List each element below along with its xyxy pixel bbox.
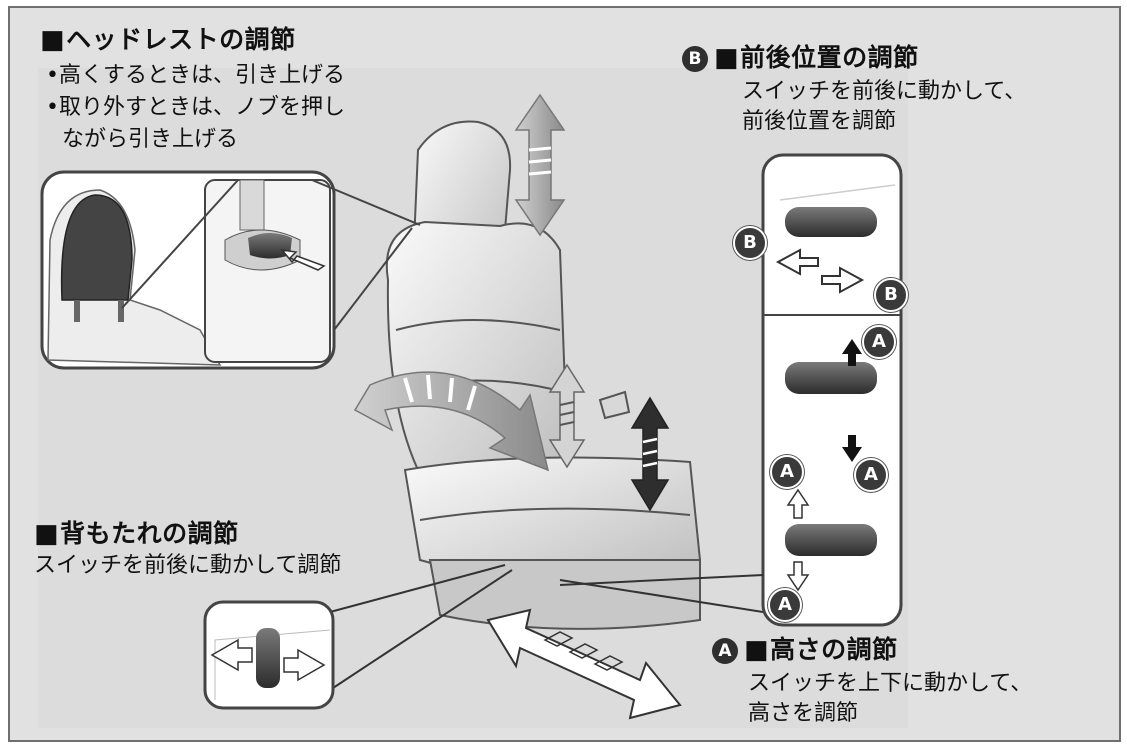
headrest-inset	[40, 170, 421, 370]
seat-base-shape	[428, 559, 701, 630]
label-a-up-bottom: A	[770, 455, 804, 489]
seat-front-height-arrow	[548, 363, 586, 469]
headrest-title: ヘッドレストの調節	[66, 25, 296, 54]
backrest-heading: ■背もたれの調節	[34, 519, 239, 549]
fore-aft-title: 前後位置の調節	[740, 43, 919, 72]
badge-b: B	[682, 46, 708, 72]
fore-aft-line-1: スイッチを前後に動かして、	[742, 79, 1027, 104]
backrest-recline-arrow	[353, 371, 550, 472]
headrest-bullet-2-continued: ながら引き上げる	[62, 127, 239, 152]
heading-marker: ■	[34, 519, 60, 549]
heading-marker: ■	[40, 25, 66, 55]
label-a-down-top: A	[854, 458, 888, 492]
label-b-left: B	[733, 226, 767, 260]
headrest-bullet-2: •取り外すときは、ノブを押し	[46, 95, 345, 121]
backrest-switch-inset	[203, 600, 335, 710]
headrest-bullet-1: •高くするときは、引き上げる	[46, 63, 345, 89]
label-b-right: B	[874, 278, 908, 312]
badge-a: A	[712, 638, 738, 664]
height-heading: A■高さの調節	[712, 635, 898, 665]
backrest-line-1: スイッチを前後に動かして調節	[34, 553, 342, 578]
fore-aft-line-2: 前後位置を調節	[742, 109, 897, 134]
heading-marker: ■	[714, 43, 740, 73]
leader-lines	[329, 564, 764, 691]
headrest-updown-arrow	[514, 93, 566, 237]
fore-aft-floor-arrow	[486, 608, 682, 720]
height-title: 高さの調節	[770, 635, 898, 664]
headrest-bullet-text: 高くするときは、引き上げる	[58, 63, 345, 88]
switch-panel	[761, 153, 903, 627]
height-line-1: スイッチを上下に動かして、	[748, 671, 1033, 696]
label-a-up-top: A	[862, 325, 896, 359]
fore-aft-heading: B■前後位置の調節	[682, 43, 919, 73]
backrest-title: 背もたれの調節	[60, 519, 239, 548]
bullet-mark: •	[46, 63, 59, 88]
label-a-down-bottom: A	[768, 588, 802, 622]
heading-marker: ■	[744, 635, 770, 665]
headrest-bullet-text: 取り外すときは、ノブを押し	[58, 95, 345, 120]
seat-rear-height-arrow	[630, 396, 670, 512]
headrest-heading: ■ヘッドレストの調節	[40, 25, 296, 55]
height-line-2: 高さを調節	[748, 701, 859, 726]
bullet-mark: •	[46, 95, 59, 120]
